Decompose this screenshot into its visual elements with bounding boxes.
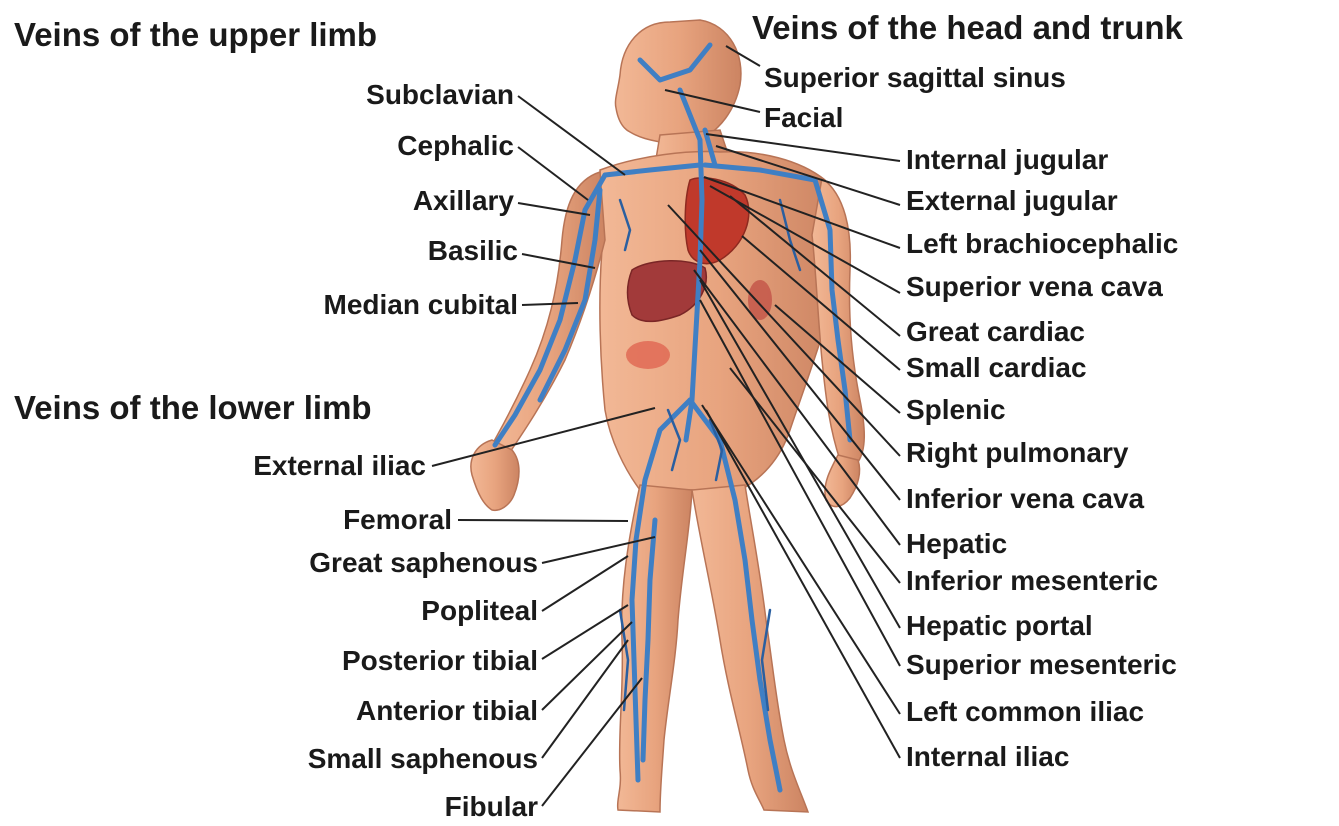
label-internal-iliac: Internal iliac: [906, 743, 1069, 771]
label-hepatic-portal: Hepatic portal: [906, 612, 1093, 640]
label-small-cardiac: Small cardiac: [906, 354, 1087, 382]
left-arm-shape: [812, 178, 864, 462]
label-right-pulmonary: Right pulmonary: [906, 439, 1128, 467]
title-lower-limb: Veins of the lower limb: [14, 391, 372, 424]
left-hand-shape: [825, 455, 860, 507]
label-inferior-vena-cava: Inferior vena cava: [906, 485, 1144, 513]
label-basilic: Basilic: [428, 237, 518, 265]
label-small-saphenous: Small saphenous: [308, 745, 538, 773]
label-superior-mesenteric: Superior mesenteric: [906, 651, 1177, 679]
label-fibular: Fibular: [445, 793, 538, 821]
label-facial: Facial: [764, 104, 843, 132]
label-external-jugular: External jugular: [906, 187, 1118, 215]
label-femoral: Femoral: [343, 506, 452, 534]
label-cephalic: Cephalic: [397, 132, 514, 160]
label-great-saphenous: Great saphenous: [309, 549, 538, 577]
label-posterior-tibial: Posterior tibial: [342, 647, 538, 675]
leader-small-saphenous: [542, 640, 628, 758]
left-leg-shape: [692, 485, 808, 812]
label-anterior-tibial: Anterior tibial: [356, 697, 538, 725]
label-external-iliac: External iliac: [253, 452, 426, 480]
label-hepatic: Hepatic: [906, 530, 1007, 558]
label-internal-jugular: Internal jugular: [906, 146, 1108, 174]
label-median-cubital: Median cubital: [324, 291, 518, 319]
label-inferior-mesenteric: Inferior mesenteric: [906, 567, 1158, 595]
leader-subclavian: [518, 96, 625, 175]
leader-femoral: [458, 520, 628, 521]
label-popliteal: Popliteal: [421, 597, 538, 625]
head-shape: [615, 20, 740, 142]
label-splenic: Splenic: [906, 396, 1006, 424]
title-upper-limb: Veins of the upper limb: [14, 18, 377, 51]
leader-cephalic: [518, 147, 588, 200]
label-left-common-iliac: Left common iliac: [906, 698, 1144, 726]
label-axillary: Axillary: [413, 187, 514, 215]
label-subclavian: Subclavian: [366, 81, 514, 109]
leader-popliteal: [542, 556, 628, 611]
title-head-trunk: Veins of the head and trunk: [752, 11, 1183, 44]
label-superior-vena-cava: Superior vena cava: [906, 273, 1163, 301]
leader-posterior-tibial: [542, 605, 628, 659]
label-superior-sagittal-sinus: Superior sagittal sinus: [764, 64, 1066, 92]
body-silhouette: [471, 20, 864, 812]
label-left-brachiocephalic: Left brachiocephalic: [906, 230, 1178, 258]
label-great-cardiac: Great cardiac: [906, 318, 1085, 346]
intestine-shape: [626, 341, 670, 369]
